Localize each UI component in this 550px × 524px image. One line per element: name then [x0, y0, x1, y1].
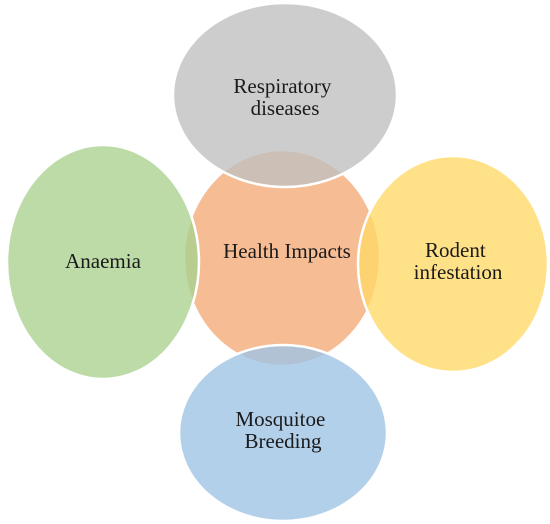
node-mosquitoe-breeding-label: Mosquitoe Breeding [235, 407, 330, 453]
center-label: Health Impacts [223, 239, 351, 263]
node-anaemia-circle [5, 143, 201, 381]
node-label-line: Mosquitoe [235, 407, 325, 431]
node-mosquitoe-breeding-circle [177, 343, 389, 523]
node-label-line: Breeding [245, 429, 322, 453]
node-anaemia-label: Anaemia [65, 249, 141, 273]
center-label-line: Health Impacts [223, 239, 351, 263]
node-respiratory-diseases-circle [171, 1, 399, 189]
node-mosquitoe-breeding: Mosquitoe Breeding [177, 343, 389, 523]
node-label-line: Respiratory [233, 74, 331, 98]
node-respiratory-diseases-label: Respiratory diseases [233, 74, 336, 120]
node-anaemia: Anaemia [5, 143, 201, 381]
node-rodent-infestation-label: Rodent infestation [414, 238, 503, 284]
node-label-line: Anaemia [65, 249, 141, 273]
node-rodent-infestation: Rodent infestation [356, 154, 550, 374]
node-label-line: diseases [251, 96, 320, 120]
node-label-line: Rodent [425, 238, 486, 262]
node-rodent-infestation-circle [356, 154, 550, 374]
node-respiratory-diseases: Respiratory diseases [171, 1, 399, 189]
node-label-line: infestation [414, 260, 503, 284]
